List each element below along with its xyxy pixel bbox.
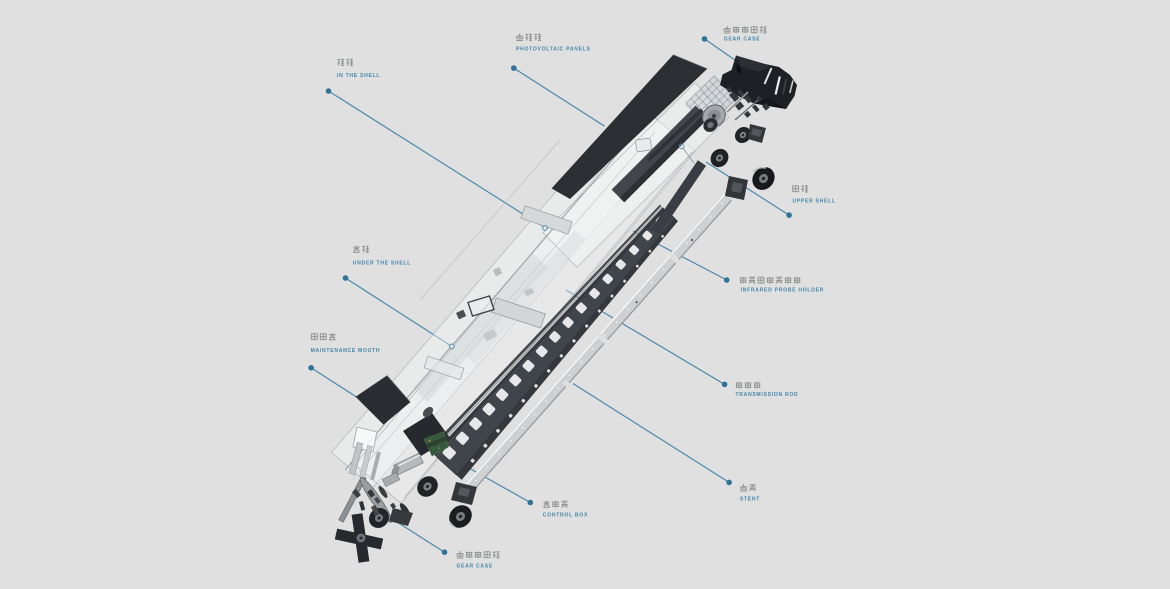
svg-text:TRANSMISSION ROD: TRANSMISSION ROD [735,392,798,398]
svg-text:GEAR CASE: GEAR CASE [724,37,761,43]
svg-text:GEAR CASE: GEAR CASE [456,564,493,570]
svg-text:IN THE SHELL: IN THE SHELL [337,73,380,79]
svg-text:PHOTOVOLTAIC PANELS: PHOTOVOLTAIC PANELS [516,47,591,53]
svg-text:UPPER SHELL: UPPER SHELL [792,199,835,205]
svg-text:UNDER THE SHELL: UNDER THE SHELL [353,261,411,267]
svg-text:CONTROL BOX: CONTROL BOX [543,513,588,519]
svg-text:INFRARED PROBE HOLDER: INFRARED PROBE HOLDER [741,288,824,294]
svg-text:MAINTENANCE MOUTH: MAINTENANCE MOUTH [311,348,381,354]
svg-text:STENT: STENT [740,496,760,502]
